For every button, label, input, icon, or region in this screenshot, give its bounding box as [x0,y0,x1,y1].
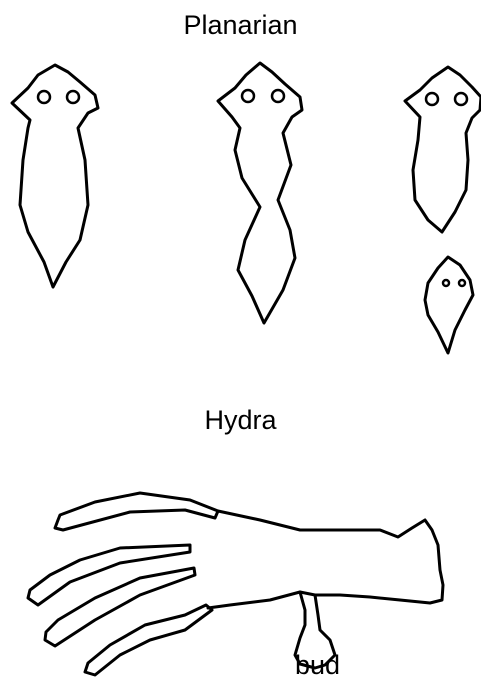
hydra-outline [28,493,443,675]
planarian-eyespot-left [426,93,438,105]
planarian-dividing-outline [218,63,302,323]
planarian-eyespot-left [443,280,449,286]
planarian-whole-outline [12,65,98,287]
planarian-fragment-outline [425,257,473,353]
planarian-divided-outline [405,67,481,232]
planarian-eyespot-right [459,280,465,286]
planarian-eyespot-right [67,91,79,103]
planarian-eyespot-left [242,90,254,102]
planarian-eyespot-right [455,93,467,105]
planarian-eyespot-left [38,91,50,103]
planarian-eyespot-right [272,90,284,102]
